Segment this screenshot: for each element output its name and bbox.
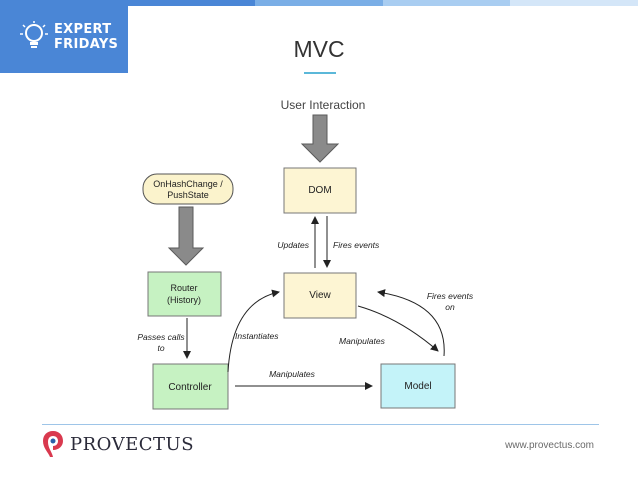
- provectus-logo-icon: [43, 431, 63, 457]
- user-interaction-arrow: [300, 114, 340, 163]
- manipulates-model-label: Manipulates: [269, 369, 316, 379]
- provectus-brand[interactable]: PROVECTUS: [42, 430, 194, 458]
- model-label: Model: [404, 381, 431, 392]
- instantiates-arrow: [227, 289, 280, 373]
- slide-title: MVC: [293, 36, 345, 62]
- onhashchange-node: OnHashChange / PushState: [142, 173, 234, 205]
- router-label-2: (History): [167, 295, 201, 305]
- logo-text: EXPERT FRIDAYS: [54, 22, 118, 52]
- manipulates-view-arrow: [357, 305, 439, 352]
- dom-node: DOM: [283, 167, 357, 214]
- view-node: View: [283, 272, 357, 319]
- router-label-1: Router: [170, 283, 197, 293]
- updates-label: Updates: [277, 240, 309, 250]
- onhashchange-label-1: OnHashChange /: [153, 179, 223, 189]
- fires-events-on-arrow: [377, 289, 445, 357]
- passes-calls-label-1: Passes calls: [137, 332, 185, 342]
- fires-events-on-label-1: Fires events: [427, 291, 474, 301]
- instantiates-label: Instantiates: [235, 331, 279, 341]
- passes-calls-label-2: to: [157, 343, 164, 353]
- model-node: Model: [380, 363, 456, 409]
- logo-line-2: FRIDAYS: [54, 37, 119, 52]
- lightbulb-icon: [20, 21, 48, 48]
- controller-node: Controller: [152, 363, 229, 410]
- controller-label: Controller: [168, 382, 212, 393]
- user-interaction-label: User Interaction: [281, 98, 366, 112]
- footer-divider: [42, 424, 599, 425]
- expert-fridays-logo: EXPERT FRIDAYS: [0, 0, 128, 73]
- website-link[interactable]: www.provectus.com: [505, 440, 594, 451]
- router-node: Router (History): [147, 271, 222, 317]
- onhashchange-label-2: PushState: [167, 190, 209, 200]
- title-underline: [304, 72, 336, 74]
- fires-events-label: Fires events: [333, 240, 380, 250]
- view-label: View: [309, 290, 331, 301]
- brand-name: PROVECTUS: [70, 433, 195, 455]
- fires-events-on-label-2: on: [445, 302, 455, 312]
- logo-line-1: EXPERT: [54, 22, 112, 37]
- dom-label: DOM: [308, 185, 331, 196]
- manipulates-view-label: Manipulates: [339, 336, 386, 346]
- onhashchange-arrow: [167, 206, 205, 266]
